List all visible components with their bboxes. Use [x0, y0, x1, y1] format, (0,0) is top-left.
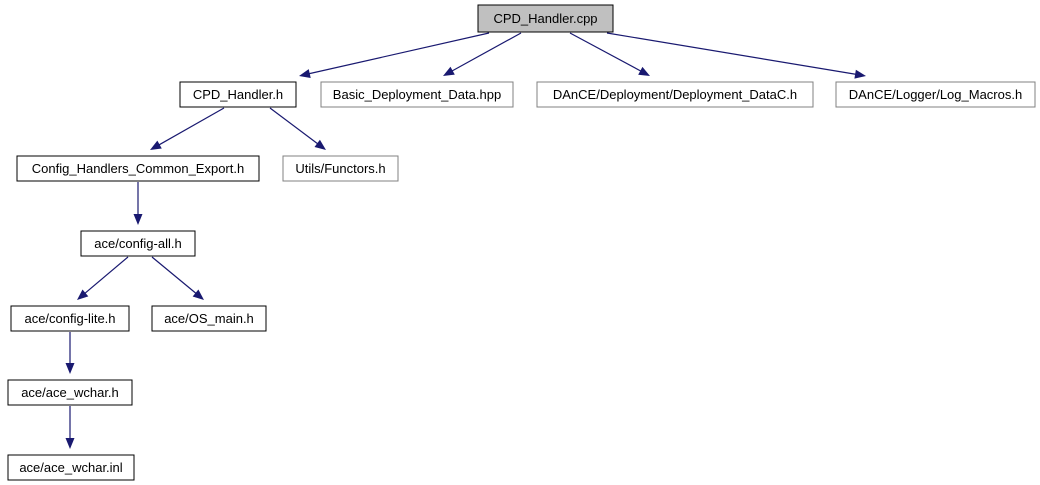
graph-edge	[443, 32, 522, 76]
edge-arrowhead-icon	[150, 140, 162, 150]
graph-edge	[65, 406, 75, 449]
edge-arrowhead-icon	[854, 69, 866, 79]
node-box[interactable]	[151, 305, 267, 332]
node-hit-area[interactable]	[321, 82, 513, 107]
edge-line	[151, 256, 198, 295]
node-layer: CPD_Handler.cppCPD_Handler.h Basic_Deploy…	[7, 4, 1036, 481]
graph-node-ace-ace-wchar-h[interactable]: ace/ace_wchar.h	[7, 379, 133, 406]
node-box[interactable]	[80, 230, 196, 257]
node-hit-area[interactable]	[836, 82, 1035, 107]
edge-arrowhead-icon	[443, 66, 455, 76]
graph-node-utils-functors-h[interactable]: Utils/Functors.h	[282, 155, 399, 182]
node-hit-area[interactable]	[180, 82, 296, 107]
edge-arrowhead-icon	[314, 139, 326, 150]
node-hit-area[interactable]	[478, 5, 613, 32]
edge-line	[269, 107, 320, 146]
edge-arrowhead-icon	[192, 289, 204, 300]
edge-arrowhead-icon	[65, 438, 75, 449]
graph-node-deployment-datac-h[interactable]: DAnCE/Deployment/Deployment_DataC.h	[536, 81, 814, 108]
node-box[interactable]	[835, 81, 1036, 108]
graph-edge	[569, 32, 650, 76]
graph-edge	[269, 107, 326, 150]
graph-node-config-handlers-common-export-h[interactable]: Config_Handlers_Common_Export.h	[16, 155, 260, 182]
graph-edge	[65, 332, 75, 374]
edge-layer	[65, 32, 866, 449]
edge-line	[569, 32, 643, 73]
graph-node-log-macros-h[interactable]: DAnCE/Logger/Log_Macros.h	[835, 81, 1036, 108]
graph-node-basic-deployment-data-hpp[interactable]: Basic_Deployment_Data.hpp	[320, 81, 514, 108]
node-box[interactable]	[179, 81, 297, 108]
node-box[interactable]	[320, 81, 514, 108]
node-hit-area[interactable]	[537, 82, 813, 107]
graph-edge	[151, 256, 204, 300]
edge-arrowhead-icon	[299, 69, 311, 78]
node-hit-area[interactable]	[17, 156, 259, 181]
graph-node-ace-config-all-h[interactable]: ace/config-all.h	[80, 230, 196, 257]
edge-line	[450, 32, 522, 73]
node-hit-area[interactable]	[11, 306, 129, 331]
graph-node-ace-os-main-h[interactable]: ace/OS_main.h	[151, 305, 267, 332]
node-hit-area[interactable]	[8, 455, 134, 480]
edge-line	[606, 32, 858, 76]
node-hit-area[interactable]	[8, 380, 132, 405]
node-box[interactable]	[10, 305, 130, 332]
node-hit-area[interactable]	[283, 156, 398, 181]
node-hit-area[interactable]	[152, 306, 266, 331]
edge-arrowhead-icon	[77, 289, 89, 300]
graph-edge	[77, 256, 129, 300]
edge-arrowhead-icon	[638, 66, 650, 76]
edge-line	[157, 107, 225, 147]
node-box[interactable]	[477, 4, 614, 33]
edge-line	[307, 32, 490, 75]
graph-node-ace-config-lite-h[interactable]: ace/config-lite.h	[10, 305, 130, 332]
graph-edge	[299, 32, 490, 78]
graph-edge	[133, 182, 143, 225]
graph-edge	[150, 107, 225, 150]
node-box[interactable]	[536, 81, 814, 108]
node-box[interactable]	[7, 379, 133, 406]
graph-node-cpd-handler-h[interactable]: CPD_Handler.h	[179, 81, 297, 108]
graph-edge	[606, 32, 866, 79]
node-hit-area[interactable]	[81, 231, 195, 256]
node-box[interactable]	[16, 155, 260, 182]
graph-node-ace-ace-wchar-inl[interactable]: ace/ace_wchar.inl	[7, 454, 135, 481]
node-box[interactable]	[7, 454, 135, 481]
edge-arrowhead-icon	[133, 214, 143, 225]
node-box[interactable]	[282, 155, 399, 182]
graph-node-cpd-handler-cpp[interactable]: CPD_Handler.cpp	[477, 4, 614, 33]
edge-line	[83, 256, 129, 295]
edge-arrowhead-icon	[65, 363, 75, 374]
